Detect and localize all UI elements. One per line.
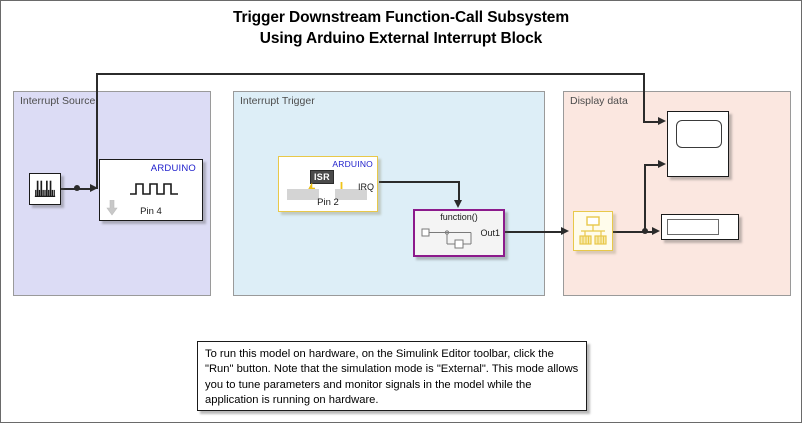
interrupt-pin-label: Pin 2 [317,197,339,208]
arduino-external-interrupt-block[interactable]: ARDUINO ISR IRQ Pin 2 [278,156,378,212]
wire-hardware-to-display [613,231,653,233]
annotation-note-text: To run this model on hardware, on the Si… [205,348,579,407]
interrupt-irq-port-label: IRQ [357,182,374,192]
download-arrow-icon [106,200,118,216]
square-wave-icon [130,183,178,195]
wire-branch-up-to-scope2 [644,164,646,232]
isr-badge: ISR [310,170,334,184]
interrupt-slot-right [335,189,367,200]
wire-irq-drop [458,181,460,201]
page-title-line2: Using Arduino External Interrupt Block [259,30,543,47]
region-label-interrupt-source: Interrupt Source [20,95,96,107]
wire-pulsegen-branch-up [96,73,98,189]
subsystem-out1-port-label: Out1 [480,228,500,238]
wire-into-scope-input1 [643,121,659,123]
digital-output-pin-label: Pin 4 [140,206,162,217]
wire-arrow-hardware-in [561,227,569,235]
annotation-note: To run this model on hardware, on the Si… [197,341,587,411]
region-label-display-data: Display data [570,95,628,107]
pulse-generator-icon [34,180,56,198]
page-title-line1: Trigger Downstream Function-Call Subsyst… [233,9,569,26]
hardware-io-block[interactable] [573,211,613,251]
subsystem-function-label: function() [440,212,478,222]
scope-screen-icon [676,120,722,148]
wire-arrow-subsystem-trigger [454,200,462,208]
wire-top-drop-to-scope [643,73,645,122]
region-label-interrupt-trigger: Interrupt Trigger [240,95,315,107]
function-call-subsystem-block[interactable]: function() Out1 [413,209,505,257]
wire-into-scope-input2 [644,164,659,166]
arduino-digital-output-block[interactable]: ARDUINO Pin 4 [99,159,203,221]
arduino-vendor-label-interrupt: ARDUINO [332,159,373,169]
arduino-vendor-label: ARDUINO [150,163,196,174]
display-block[interactable] [661,214,739,240]
wire-out1-to-hardware [505,231,562,233]
wire-arrow-display-in [652,227,660,235]
interrupt-slot-left [287,189,319,200]
scope-block[interactable] [667,111,729,177]
wire-arrow-scope-in1 [658,117,666,125]
wire-branch-pulsegen [74,185,80,191]
wire-irq-to-subsystem [379,181,459,183]
pulse-generator-block[interactable] [29,173,61,205]
wire-arrow-digitalout-in [90,184,98,192]
display-value-field [667,219,719,235]
wire-arrow-scope-in2 [658,160,666,168]
hardware-io-icon [579,216,607,245]
wire-top-run [96,73,645,75]
subsystem-glyph-icon [421,228,472,249]
page-title: Trigger Downstream Function-Call Subsyst… [1,7,801,49]
